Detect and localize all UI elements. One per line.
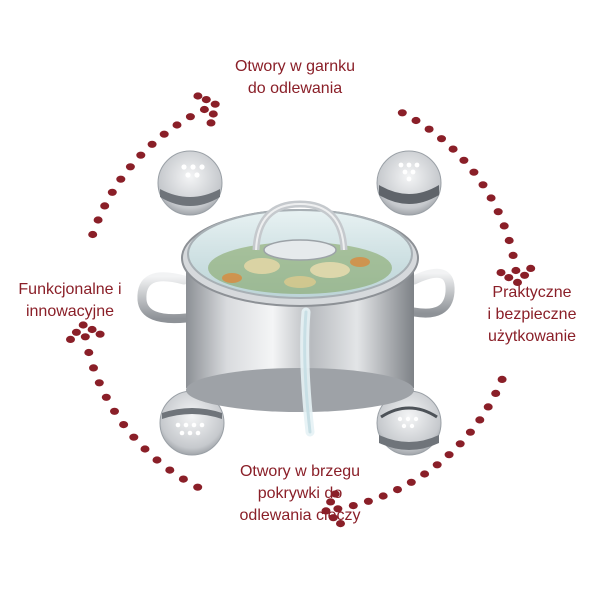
label-right-line-2: i bezpieczne xyxy=(487,306,577,323)
label-right-line-1: Praktyczne xyxy=(492,284,572,301)
rim-holes-closeup-icon xyxy=(159,390,225,456)
circular-arrow-dots-icon xyxy=(66,92,536,528)
label-top: Otwory w garnku do odlewania xyxy=(200,56,390,100)
label-bottom-line-3: odlewania cieczy xyxy=(239,507,361,524)
label-right: Praktyczne i bezpieczne użytkowanie xyxy=(464,282,600,348)
label-bottom-line-1: Otwory w brzegu xyxy=(239,463,361,480)
lid-strainer-holes-detail-icon xyxy=(376,150,442,216)
label-top-line-1: Otwory w garnku xyxy=(234,58,356,75)
stainless-pot-with-glass-lid-icon xyxy=(137,200,455,437)
label-left-line-1: Funkcjonalne i xyxy=(18,281,122,298)
label-top-line-2: do odlewania xyxy=(247,80,343,97)
label-right-line-3: użytkowanie xyxy=(487,328,577,345)
label-left-line-2: innowacyjne xyxy=(25,303,115,320)
label-left: Funkcjonalne i innowacyjne xyxy=(0,279,140,323)
pot-rim-holes-detail-icon xyxy=(157,150,223,216)
label-bottom-line-2: pokrywki do xyxy=(257,485,343,502)
lid-edge-holes-closeup-icon xyxy=(376,390,442,456)
label-bottom: Otwory w brzegu pokrywki do odlewania ci… xyxy=(205,461,395,527)
